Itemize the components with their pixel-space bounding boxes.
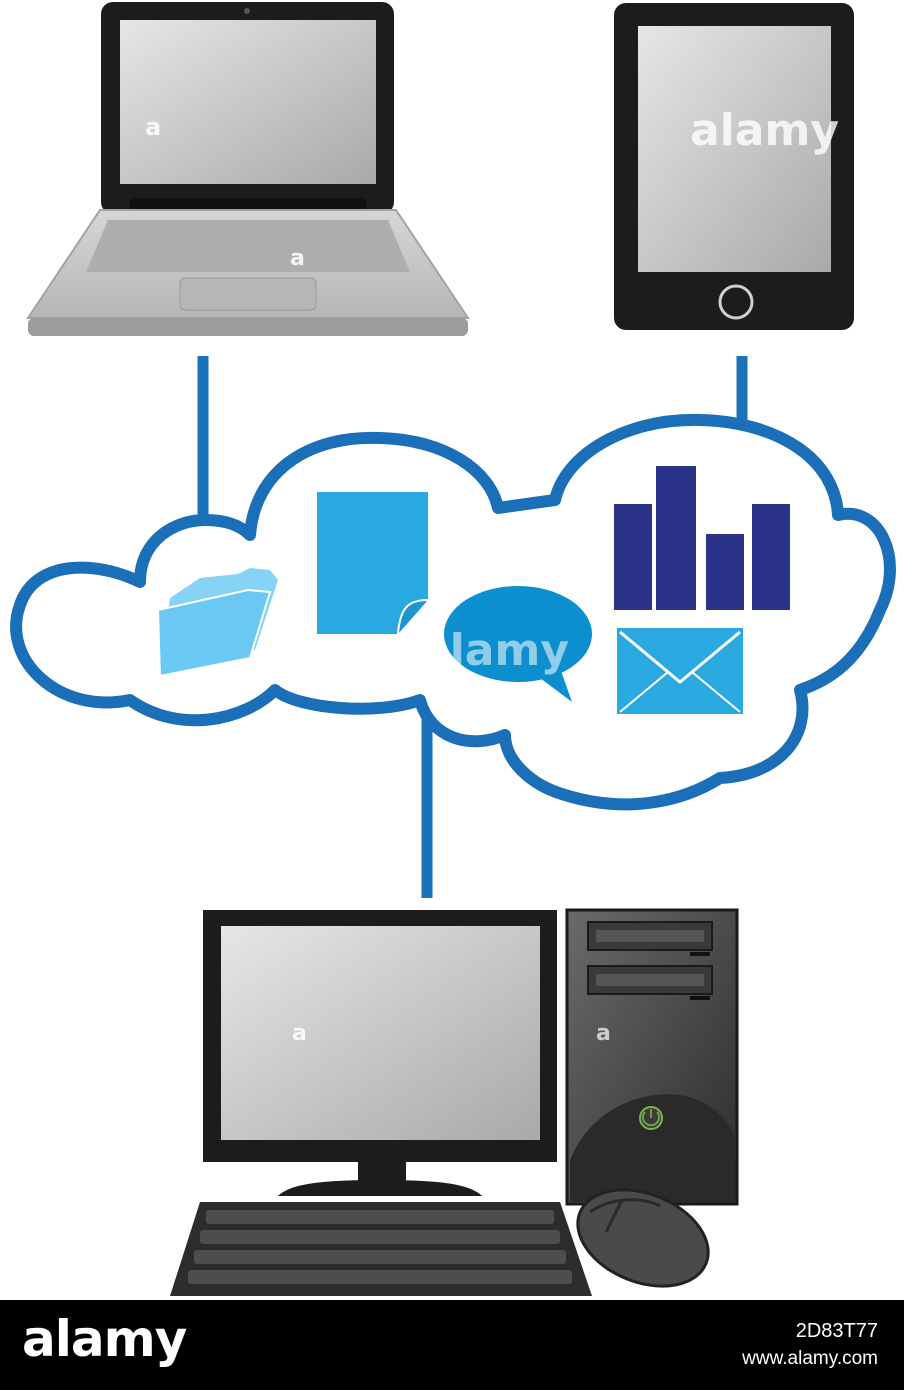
watermark-mark: a bbox=[292, 1021, 307, 1046]
watermark-text: alamy bbox=[420, 625, 569, 676]
watermark-mark: a bbox=[290, 246, 305, 271]
cloud-network-diagram: a a alamy alamy bbox=[10, 2, 896, 1296]
computer-tower: a bbox=[565, 908, 739, 1206]
document-icon bbox=[317, 492, 429, 635]
mouse-icon bbox=[576, 1188, 710, 1288]
watermark-mark: a bbox=[145, 113, 161, 141]
folder-icon bbox=[156, 568, 278, 678]
footer-brand-logo: alamy bbox=[22, 1310, 187, 1368]
footer-image-id: 2D83T77 bbox=[795, 1320, 878, 1342]
speech-bubble-icon: alamy bbox=[420, 586, 592, 702]
bar-4 bbox=[752, 504, 790, 610]
desktop-computer-icon: a a bbox=[170, 908, 739, 1296]
bar-3 bbox=[706, 534, 744, 610]
watermark-mark: a bbox=[596, 1021, 611, 1046]
tablet-icon: alamy bbox=[614, 3, 854, 330]
bar-1 bbox=[614, 504, 652, 610]
footer-bar: alamy 2D83T77 www.alamy.com bbox=[0, 1300, 904, 1390]
watermark-text: alamy bbox=[690, 105, 839, 156]
monitor: a bbox=[203, 910, 557, 1196]
footer-site-link[interactable]: www.alamy.com bbox=[742, 1348, 878, 1369]
laptop-icon: a a bbox=[26, 2, 470, 336]
keyboard-icon bbox=[170, 1202, 592, 1296]
tablet-home-button bbox=[718, 284, 754, 320]
bar-chart-icon bbox=[614, 466, 790, 610]
envelope-icon bbox=[617, 628, 743, 714]
bar-2 bbox=[656, 466, 696, 610]
